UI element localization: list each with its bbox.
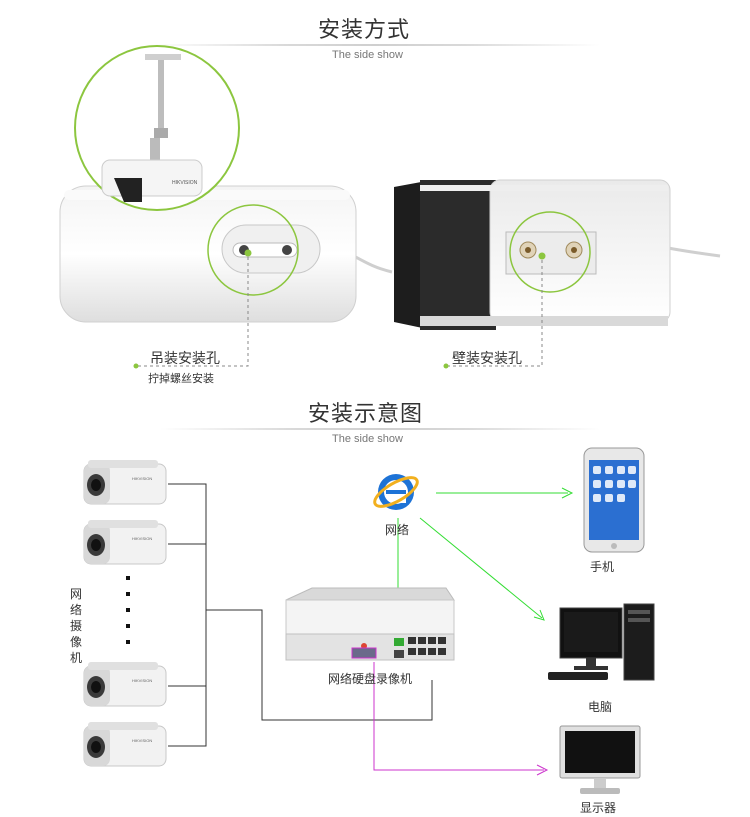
- network-label: 网络: [385, 523, 410, 537]
- monitor-label: 显示器: [580, 801, 617, 815]
- wall-mount-label: 壁装安装孔: [452, 351, 522, 367]
- section2-title: 安装示意图: [308, 402, 424, 427]
- network-globe-icon: [373, 474, 419, 510]
- desktop-pc-icon: [548, 603, 655, 681]
- pc-label: 电脑: [588, 700, 613, 714]
- smartphone-icon: [583, 447, 645, 553]
- phone-label: 手机: [590, 560, 615, 574]
- section2-subtitle: The side show: [332, 433, 403, 445]
- wall-mount-camera-image: [394, 179, 721, 330]
- ceiling-mount-label: 吊装安装孔: [150, 351, 220, 367]
- monitor-icon: [559, 725, 641, 794]
- hikvision-logo-inset: HIKVISION: [172, 180, 198, 186]
- ceiling-mount-zoom-inset: HIKVISION: [74, 45, 240, 211]
- section1-title: 安装方式: [318, 18, 411, 43]
- nvr-label: 网络硬盘录像机: [328, 672, 413, 686]
- section2-divider: [160, 428, 600, 430]
- section1-subtitle: The side show: [332, 49, 403, 61]
- section1-leader-lines: [133, 257, 543, 369]
- ceiling-mount-sublabel: 拧掉螺丝安装: [148, 372, 214, 385]
- camera-group-label: 网络摄像机: [70, 587, 83, 665]
- section1-divider: [150, 44, 600, 46]
